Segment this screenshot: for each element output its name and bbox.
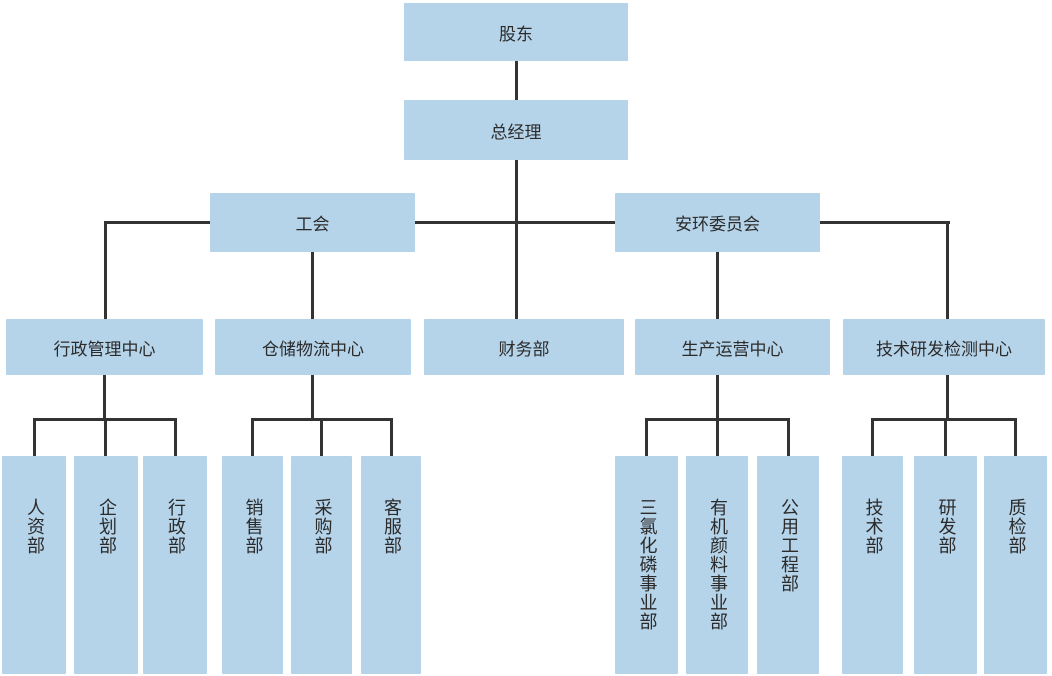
node-general-manager-label: 总经理 [490, 122, 542, 143]
node-tech-rd-testing-center: 技术研发检测中心 [843, 319, 1045, 375]
node-planning-dept-label: 企划部 [96, 498, 117, 555]
node-safety-env-committee-label: 安环委员会 [675, 215, 760, 235]
node-quality-inspection-dept: 质检部 [984, 456, 1047, 674]
node-purchasing-dept-label: 采购部 [311, 498, 333, 555]
node-production-ops-center: 生产运营中心 [635, 319, 830, 375]
node-administration-dept-label: 行政部 [165, 498, 186, 555]
node-finance-dept-label: 财务部 [498, 339, 550, 360]
connector-production-down [716, 375, 719, 421]
connector-trunk-tech-center [946, 221, 949, 319]
connector-safety-production-center [716, 252, 719, 319]
connector-tech-down [946, 375, 949, 421]
node-admin-mgmt-center: 行政管理中心 [6, 319, 203, 375]
node-production-ops-center-label: 生产运营中心 [681, 339, 784, 360]
connector-production-stub-1 [645, 421, 648, 456]
node-utilities-engineering-dept: 公用工程部 [757, 456, 819, 674]
connector-production-stub-2 [716, 421, 719, 456]
node-general-manager: 总经理 [404, 100, 628, 160]
node-shareholders-label: 股东 [499, 24, 533, 45]
connector-union-logistics-center [311, 252, 314, 319]
node-customer-service-dept-label: 客服部 [381, 498, 402, 555]
connector-logistics-bar [251, 418, 393, 421]
connector-admin-stub-1 [33, 421, 36, 456]
node-safety-env-committee: 安环委员会 [615, 193, 820, 252]
node-labor-union: 工会 [210, 193, 415, 252]
node-sales-dept: 销售部 [222, 456, 283, 674]
connector-tech-bar [871, 418, 1017, 421]
connector-logistics-stub-1 [251, 421, 254, 456]
connector-logistics-stub-2 [320, 421, 323, 456]
node-quality-inspection-dept-label: 质检部 [1005, 498, 1027, 555]
node-shareholders: 股东 [404, 3, 628, 61]
connector-logistics-stub-3 [390, 421, 393, 456]
connector-gm-finance [515, 160, 518, 319]
connector-logistics-down [311, 375, 314, 421]
node-tech-rd-testing-center-label: 技术研发检测中心 [876, 339, 1012, 360]
node-labor-union-label: 工会 [295, 215, 330, 235]
node-customer-service-dept: 客服部 [361, 456, 421, 674]
node-admin-mgmt-center-label: 行政管理中心 [53, 339, 156, 360]
node-hr-dept-label: 人资部 [24, 498, 45, 555]
node-warehouse-logistics-center: 仓储物流中心 [215, 319, 411, 375]
node-technology-dept-label: 技术部 [862, 498, 884, 555]
node-planning-dept: 企划部 [74, 456, 138, 674]
connector-tech-stub-3 [1014, 421, 1017, 456]
connector-admin-stub-3 [174, 421, 177, 456]
node-organic-pigment-division: 有机颜料事业部 [686, 456, 748, 674]
node-administration-dept: 行政部 [143, 456, 207, 674]
connector-production-stub-3 [787, 421, 790, 456]
connector-trunk-admin-center [104, 221, 107, 319]
node-phosphorus-trichloride-division: 三氯化磷事业部 [615, 456, 678, 674]
node-purchasing-dept: 采购部 [291, 456, 352, 674]
node-hr-dept: 人资部 [2, 456, 66, 674]
connector-admin-stub-2 [104, 421, 107, 456]
node-phosphorus-trichloride-division-label: 三氯化磷事业部 [636, 498, 658, 631]
node-sales-dept-label: 销售部 [242, 498, 264, 555]
node-organic-pigment-division-label: 有机颜料事业部 [707, 498, 728, 631]
connector-root-gm [515, 61, 518, 100]
connector-admin-bar [33, 418, 177, 421]
node-rd-dept-label: 研发部 [935, 498, 957, 555]
node-warehouse-logistics-center-label: 仓储物流中心 [262, 339, 364, 360]
connector-tech-stub-2 [944, 421, 947, 456]
connector-tech-stub-1 [871, 421, 874, 456]
node-utilities-engineering-dept-label: 公用工程部 [778, 498, 799, 593]
node-rd-dept: 研发部 [914, 456, 977, 674]
connector-admin-down [103, 375, 106, 421]
connector-trunk-horizontal [104, 221, 950, 224]
node-finance-dept: 财务部 [424, 319, 624, 375]
connector-production-bar [645, 418, 790, 421]
node-technology-dept: 技术部 [842, 456, 903, 674]
